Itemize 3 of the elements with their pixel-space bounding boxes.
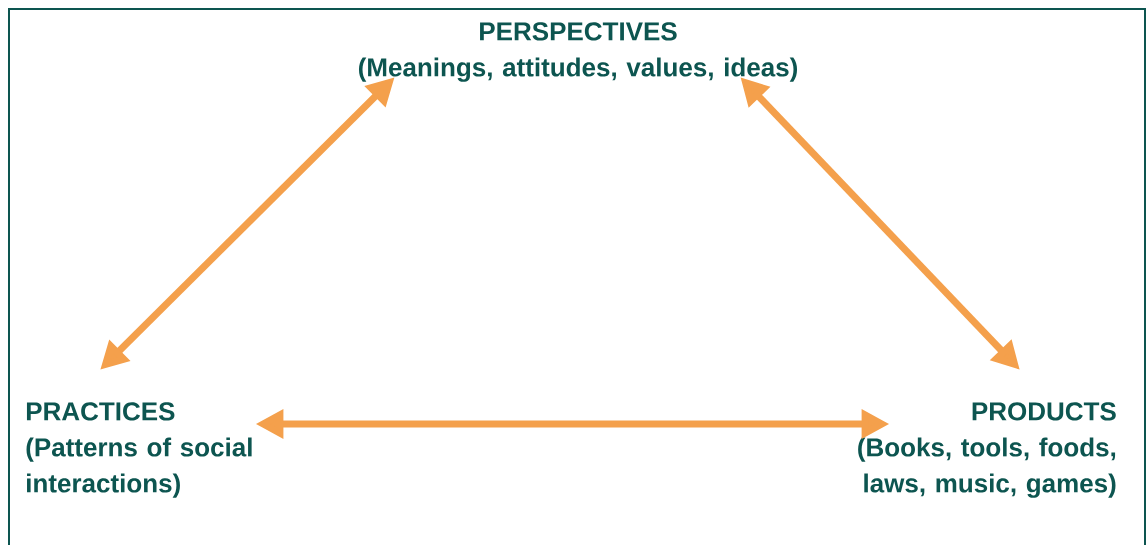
label-text: PERSPECTIVES (Meanings, attitudes, values, ideas) xyxy=(359,22,798,82)
label-text: PRODUCTS (Books, tools, foods, laws, music, games) xyxy=(858,402,1116,498)
label-text: PRACTICES (Patterns of social interactions) xyxy=(26,402,252,498)
